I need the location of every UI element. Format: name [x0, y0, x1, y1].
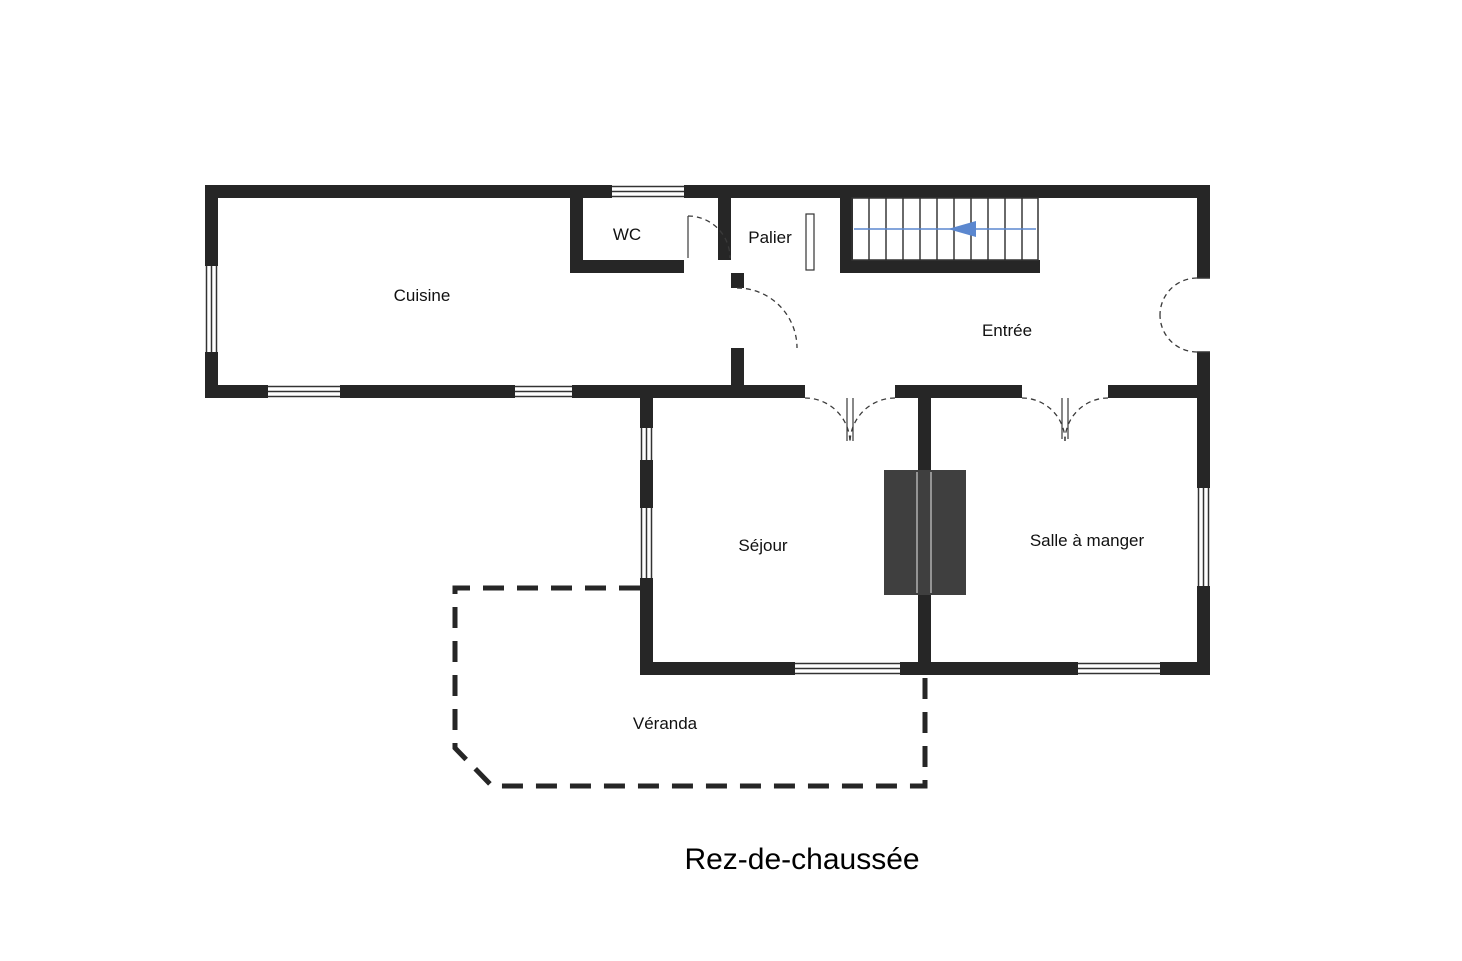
- window-kitchen-bottom-2: [515, 385, 572, 398]
- window-kitchen-bottom-1: [268, 385, 340, 398]
- stairs-group: [851, 197, 1039, 261]
- room-label-sejour: Séjour: [738, 536, 787, 555]
- door-palier-leaf: [805, 213, 815, 271]
- window-sejour-bottom: [795, 662, 900, 675]
- doors-group: [687, 213, 1210, 444]
- room-labels-group: Cuisine WC Palier Entrée Séjour Salle à …: [394, 225, 1145, 733]
- door-cuisine-entree: [736, 287, 798, 349]
- wall-mid-horizontal: [205, 385, 1210, 398]
- room-label-veranda: Véranda: [633, 714, 698, 733]
- stairs-outline: [851, 197, 1039, 261]
- room-label-wc: WC: [613, 225, 641, 244]
- entrance-door: [1159, 277, 1210, 353]
- room-label-palier: Palier: [748, 228, 792, 247]
- room-label-entree: Entrée: [982, 321, 1032, 340]
- window-sejour-left-2: [640, 508, 653, 578]
- door-entree-sejour: [804, 385, 896, 444]
- wall-stair-left: [840, 198, 853, 273]
- wall-kitchen-entree-lower: [731, 348, 744, 398]
- wall-kitchen-entree-upper: [731, 273, 744, 288]
- wall-right: [1197, 185, 1210, 675]
- wall-wc-left: [570, 185, 583, 273]
- stair-direction-arrow-icon: [948, 221, 976, 237]
- walls-group: [205, 185, 1210, 675]
- window-sam-right: [1197, 488, 1210, 586]
- window-top: [612, 185, 684, 198]
- veranda-outline: [452, 585, 928, 789]
- door-entree-sam: [1021, 385, 1109, 442]
- wall-wc-bottom: [570, 260, 684, 273]
- room-label-cuisine: Cuisine: [394, 286, 451, 305]
- wall-top: [205, 185, 1210, 198]
- window-sejour-left-1: [640, 428, 653, 460]
- window-kitchen-left: [205, 266, 218, 352]
- window-sam-bottom: [1078, 662, 1160, 675]
- fireplace: [884, 470, 966, 595]
- wall-wc-palier: [718, 185, 731, 260]
- room-label-salle-a-manger: Salle à manger: [1030, 531, 1145, 550]
- wall-stair-bottom: [840, 260, 1040, 273]
- plan-title: Rez-de-chaussée: [684, 843, 919, 876]
- windows-group: [205, 185, 1210, 675]
- door-wc: [687, 215, 731, 259]
